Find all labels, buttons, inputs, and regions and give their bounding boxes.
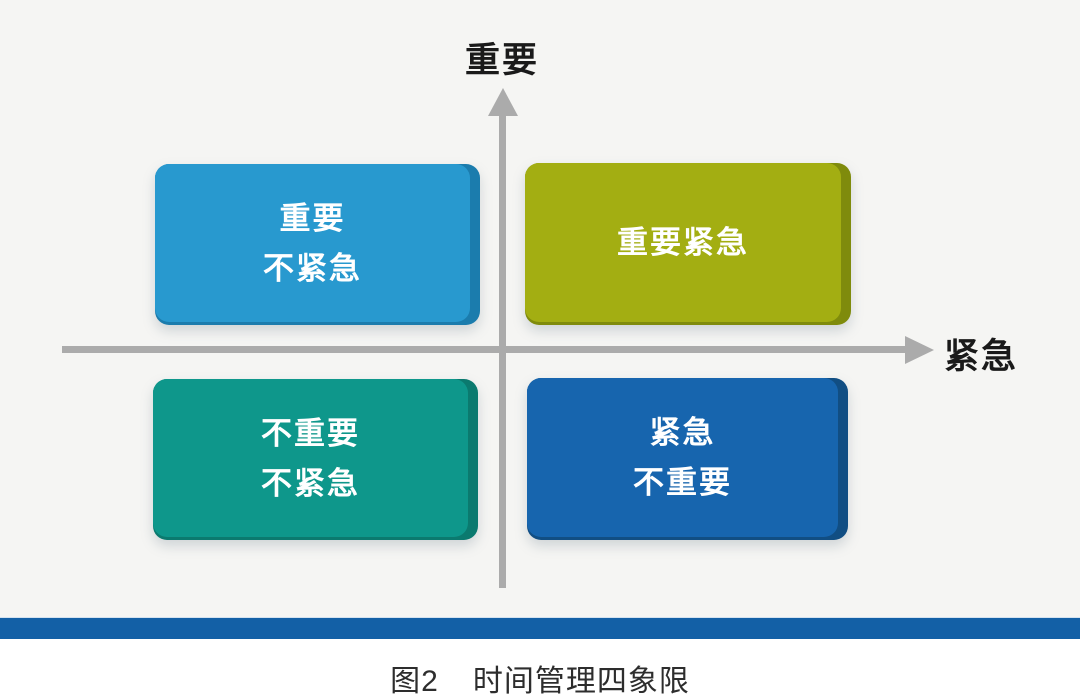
quadrant-label-line: 不重要 xyxy=(633,465,732,500)
quadrant-label-line: 紧急 xyxy=(649,415,716,450)
y-axis-arrow-icon xyxy=(488,88,518,116)
figure-number: 图2 xyxy=(390,665,439,698)
quadrant-face: 不重要 不紧急 xyxy=(153,379,468,537)
figure-caption: 图2 时间管理四象限 xyxy=(0,656,1080,699)
quadrant-important-urgent: 重要紧急 xyxy=(525,163,851,325)
quadrant-face: 重要紧急 xyxy=(525,163,841,322)
y-axis-label: 重要 xyxy=(464,41,539,80)
quadrant-urgent-not-important: 紧急 不重要 xyxy=(527,378,848,540)
quadrant-label-line: 重要 xyxy=(279,200,346,236)
x-axis-line xyxy=(62,346,907,353)
figure-title: 时间管理四象限 xyxy=(472,665,690,698)
quadrant-important-not-urgent: 重要 不紧急 xyxy=(155,164,480,325)
x-axis-arrow-icon xyxy=(905,336,934,364)
quadrant-label-line: 不重要 xyxy=(261,415,360,451)
x-axis-label: 紧急 xyxy=(944,337,1019,376)
quadrant-label-line: 不紧急 xyxy=(261,465,360,501)
quadrant-face: 重要 不紧急 xyxy=(155,164,470,322)
quadrant-not-important-not-urgent: 不重要 不紧急 xyxy=(153,379,478,540)
quadrant-face: 紧急 不重要 xyxy=(527,378,838,537)
quadrant-label-line: 重要紧急 xyxy=(617,225,749,260)
divider-bar xyxy=(0,617,1080,639)
quadrant-label-line: 不紧急 xyxy=(263,250,362,286)
